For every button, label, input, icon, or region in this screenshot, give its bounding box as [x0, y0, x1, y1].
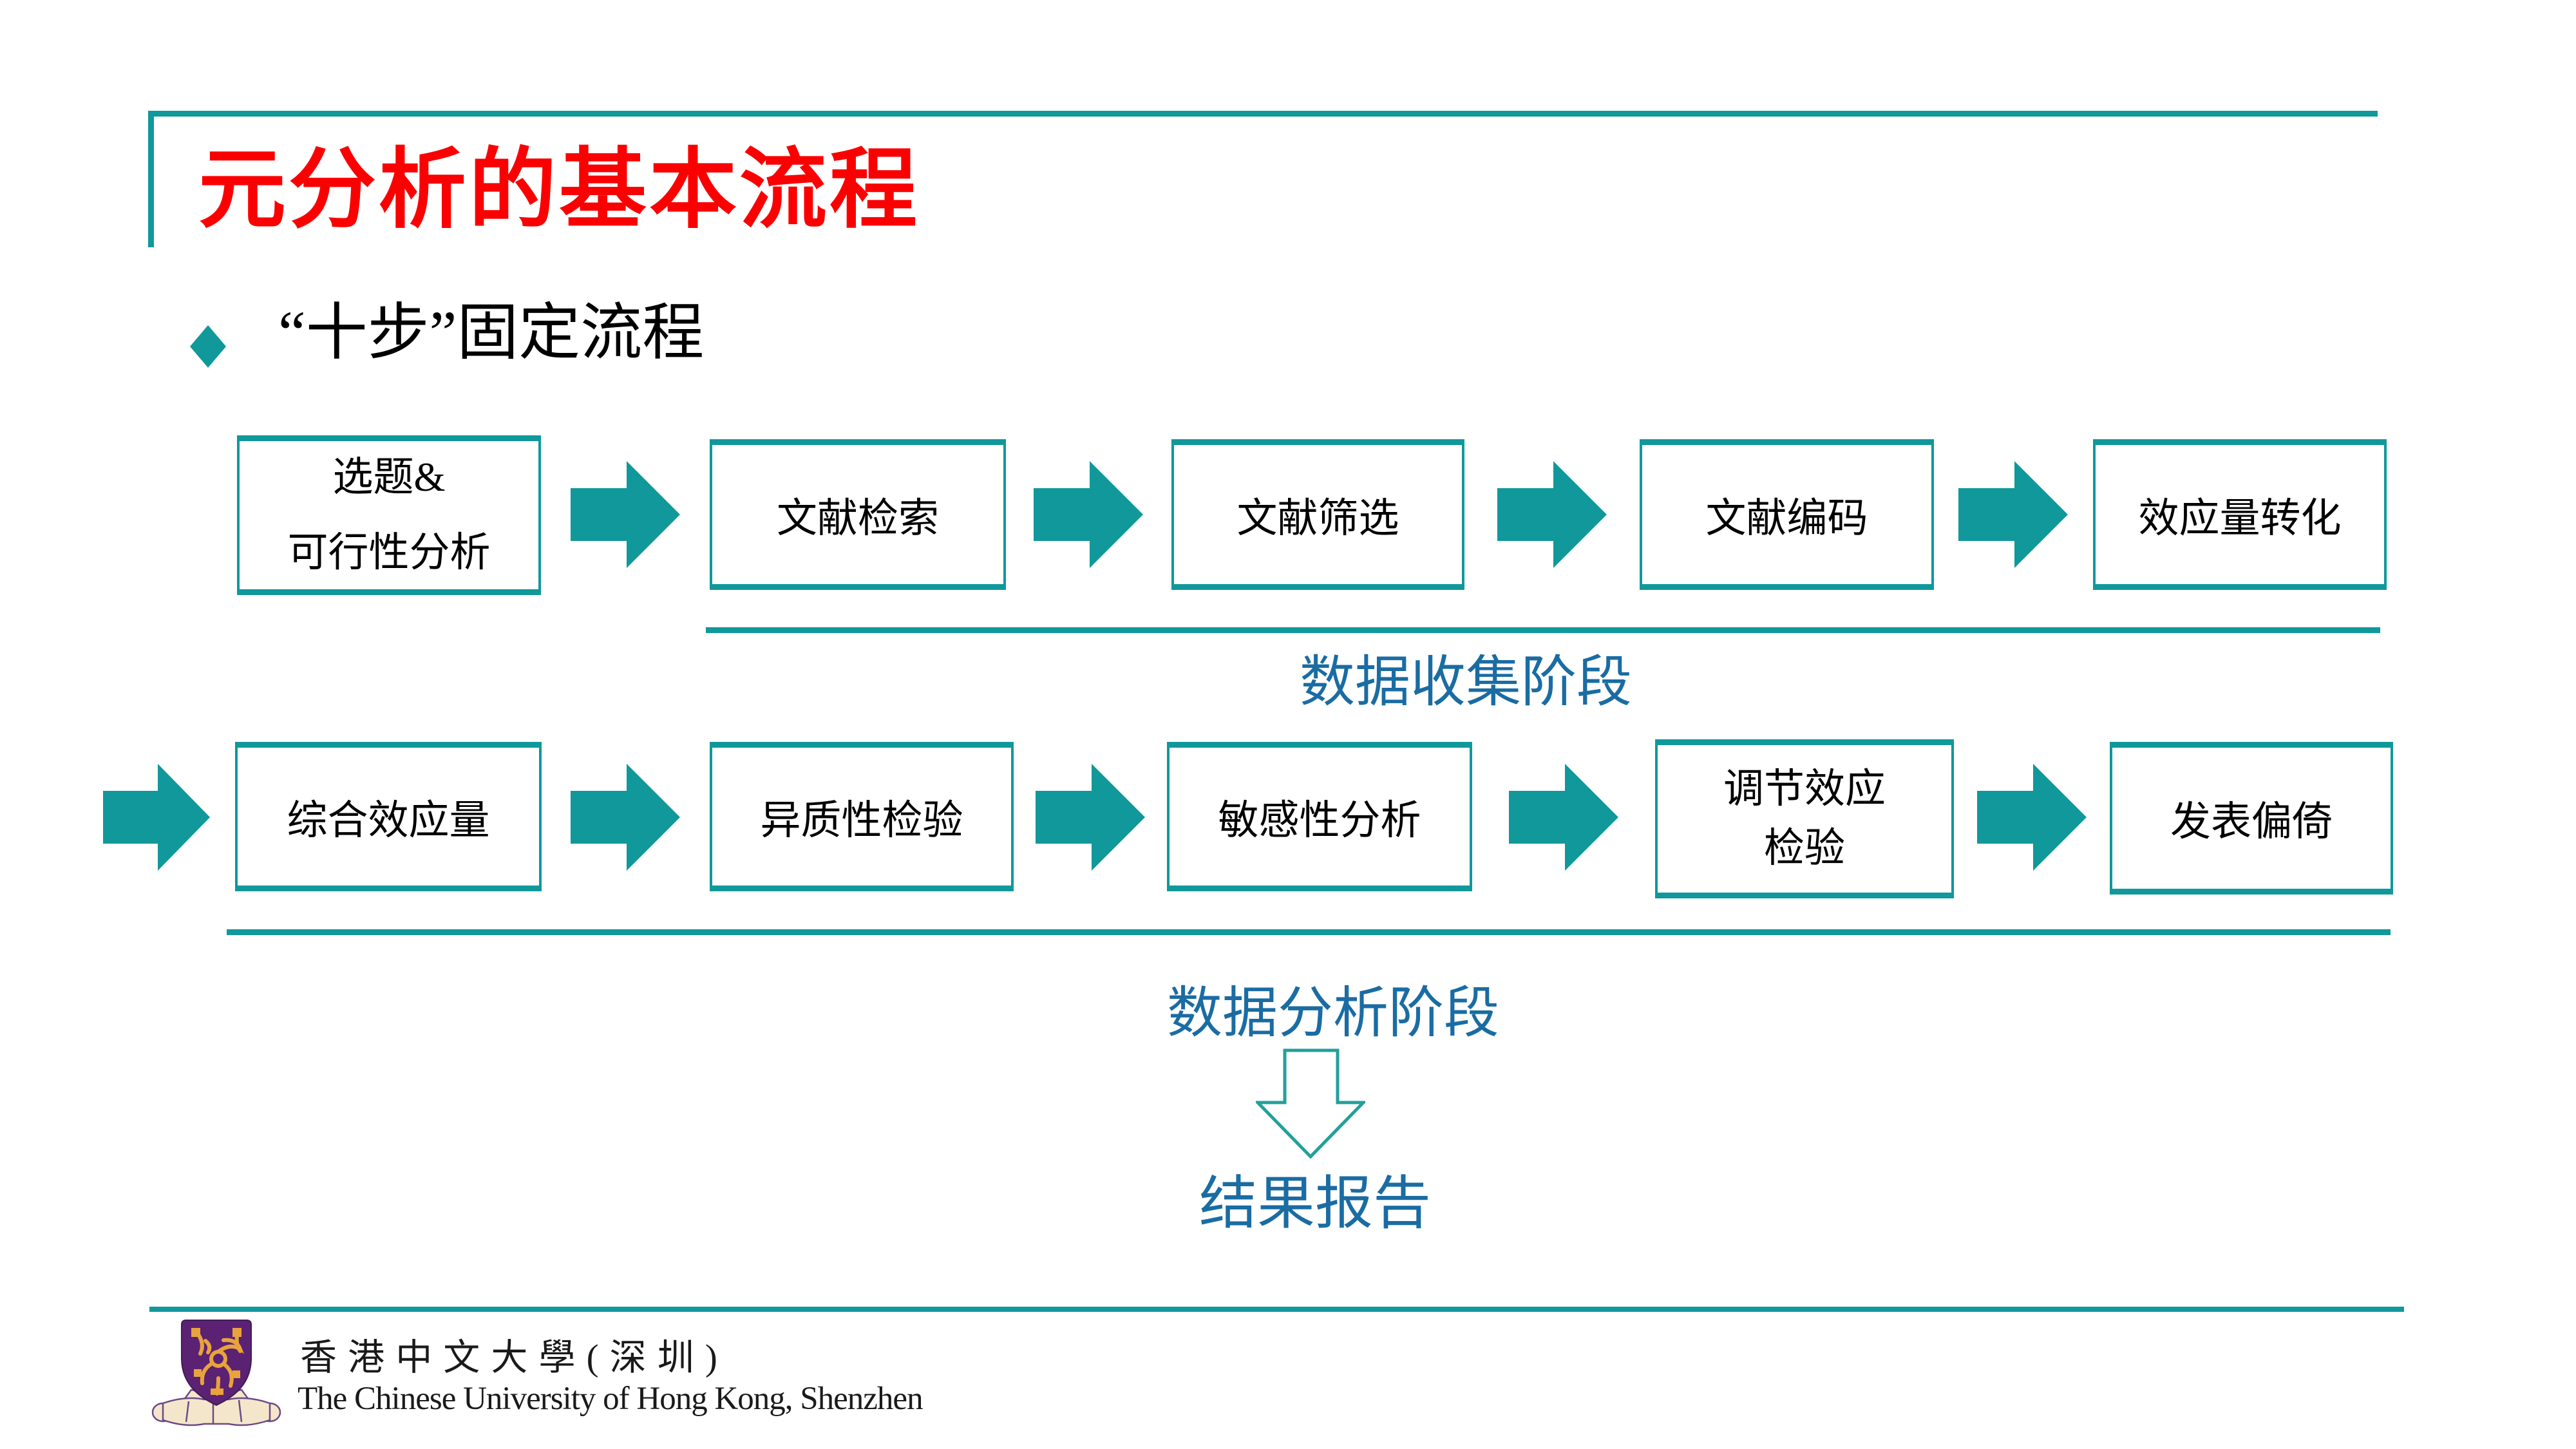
diamond-bullet-icon — [190, 325, 226, 368]
flow-box-literature-screening: 文献筛选 — [1171, 439, 1464, 590]
flow-arrow-right-5 — [571, 762, 681, 872]
footer-rule — [149, 1307, 2404, 1312]
flow-arrow-right-6 — [1036, 762, 1146, 872]
right-arrow-icon — [1958, 461, 2068, 568]
stage2-label: 数据分析阶段 — [1167, 982, 1499, 1044]
right-arrow-icon — [1977, 764, 2087, 871]
right-arrow-icon — [571, 764, 680, 871]
header-top-rule — [148, 111, 2378, 117]
right-arrow-icon — [1509, 764, 1618, 871]
right-arrow-icon — [1497, 461, 1607, 568]
flow-box-literature-search: 文献检索 — [710, 439, 1006, 590]
flow-box-pooled-effect-size: 综合效应量 — [235, 742, 542, 891]
right-arrow-icon — [1034, 461, 1143, 568]
flow-box-sensitivity-analysis: 敏感性分析 — [1167, 742, 1472, 891]
down-arrow-icon — [1254, 1048, 1367, 1159]
footer-university-name-cn: 香港中文大學(深圳) — [300, 1338, 728, 1378]
result-label: 结果报告 — [1199, 1172, 1431, 1236]
flow-box-moderator-test: 调节效应 检验 — [1655, 739, 1954, 898]
flow-box-literature-coding: 文献编码 — [1640, 439, 1934, 590]
flow-box-heterogeneity-test: 异质性检验 — [710, 742, 1014, 891]
flow-arrow-right-7 — [1509, 762, 1620, 872]
stage2-divider — [227, 929, 2391, 935]
right-arrow-icon — [571, 461, 680, 568]
flow-box-topic-selection: 选题& 可行性分析 — [237, 435, 541, 595]
stage1-label: 数据收集阶段 — [1300, 651, 1632, 713]
flow-arrow-right-8 — [1977, 762, 2088, 872]
header-left-rule — [148, 111, 154, 247]
flow-arrow-right-4 — [1958, 460, 2069, 569]
flow-box-publication-bias: 发表偏倚 — [2110, 742, 2393, 895]
right-arrow-icon — [1036, 764, 1145, 871]
slide-title: 元分析的基本流程 — [198, 142, 920, 239]
flow-arrow-right-1 — [571, 460, 681, 569]
cuhk-crest-logo — [151, 1319, 281, 1431]
flow-arrow-lead — [103, 762, 211, 872]
flow-arrow-right-2 — [1034, 460, 1144, 569]
stage1-divider — [706, 627, 2380, 633]
flow-box-effect-size-conversion: 效应量转化 — [2093, 439, 2387, 590]
bullet-text: “十步”固定流程 — [278, 298, 705, 367]
cuhk-crest-icon — [151, 1320, 281, 1426]
flow-arrow-right-3 — [1497, 460, 1608, 569]
right-arrow-icon — [103, 764, 211, 871]
footer-university-name-en: The Chinese University of Hong Kong, She… — [298, 1381, 923, 1417]
